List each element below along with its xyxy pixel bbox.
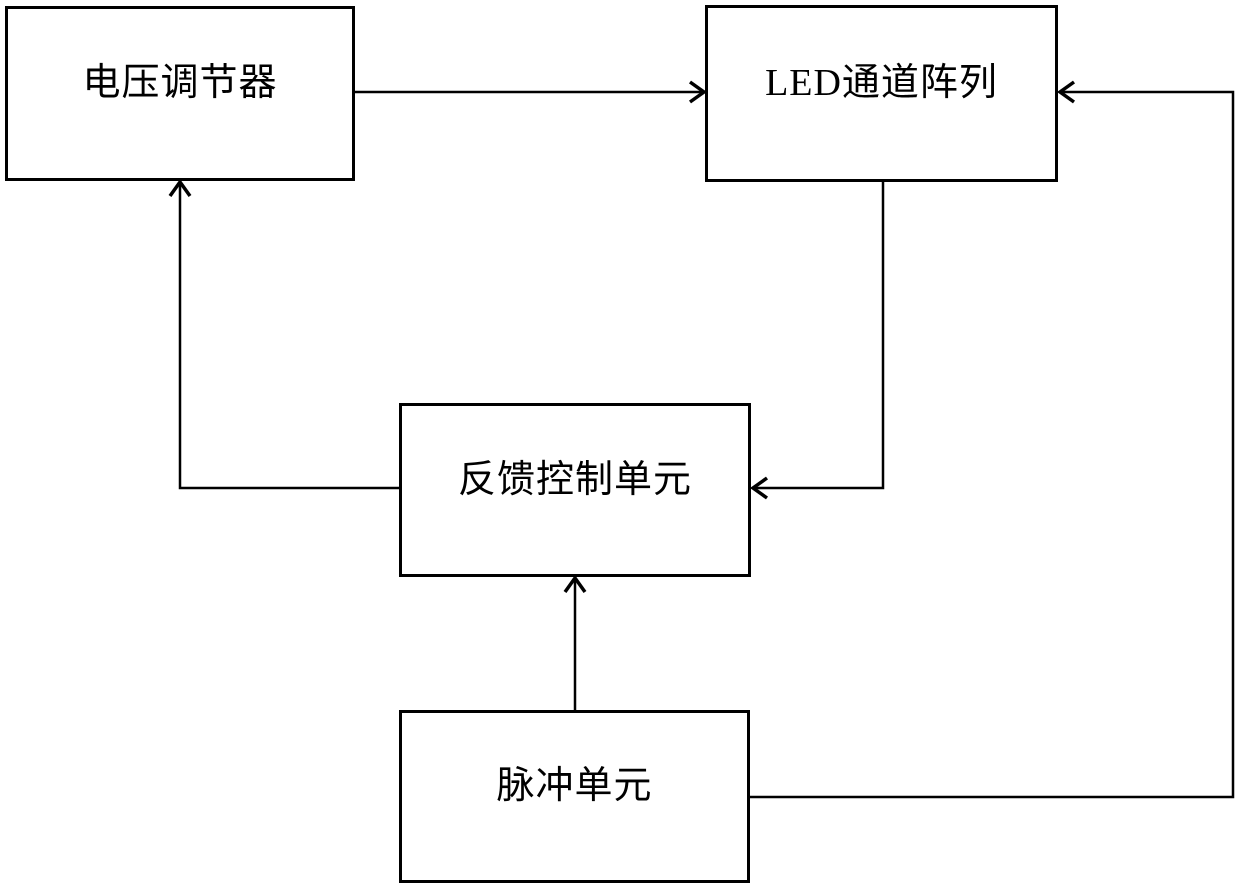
arrowhead-up [563, 574, 587, 594]
node-pulse-unit: 脉冲单元 [399, 710, 750, 883]
connector-pulse-unit-to-led-channel-array [750, 80, 1235, 799]
connector-line [754, 182, 885, 490]
node-label-feedback-control-unit: 反馈控制单元 [457, 458, 692, 501]
connector-pulse-unit-to-feedback-control-unit [563, 574, 587, 710]
connector-feedback-control-unit-to-voltage-regulator [168, 178, 399, 490]
connector-line [750, 90, 1235, 799]
arrowhead-up [168, 178, 192, 198]
node-label-voltage-regulator: 电压调节器 [82, 62, 278, 104]
node-voltage-regulator: 电压调节器 [5, 6, 355, 181]
connector-voltage-regulator-to-led-channel-array [355, 80, 708, 104]
node-feedback-control-unit: 反馈控制单元 [399, 403, 751, 577]
node-label-led-channel-array: LED通道阵列 [765, 62, 998, 104]
arrowhead-right [688, 80, 708, 104]
connector-line [178, 183, 399, 490]
node-label-pulse-unit: 脉冲单元 [496, 765, 653, 807]
arrowhead-left [1056, 80, 1076, 104]
connector-led-channel-array-to-feedback-control-unit [749, 182, 885, 500]
arrowhead-left [749, 476, 769, 500]
node-led-channel-array: LED通道阵列 [705, 5, 1058, 182]
